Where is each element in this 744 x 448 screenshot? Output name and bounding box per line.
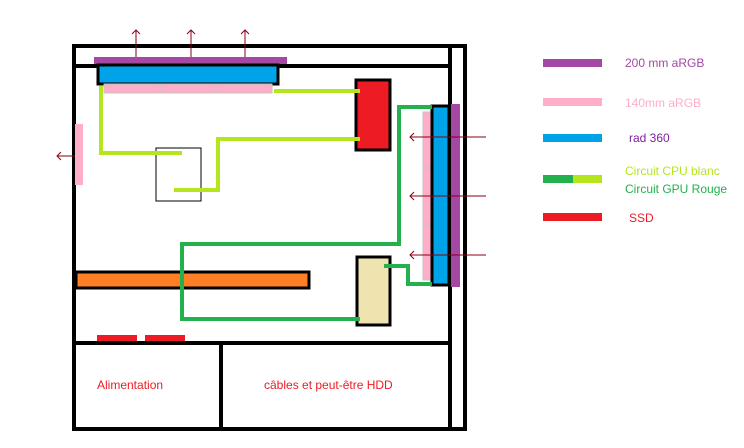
rear-fan-140mm [75, 124, 83, 185]
airflow-arrow-icon [240, 29, 250, 57]
airflow-arrows [56, 29, 486, 260]
cpu-loop-segment-1 [99, 86, 182, 155]
top-fan-140-1 [103, 83, 161, 94]
airflow-arrow-icon [186, 29, 196, 57]
legend-swatch-gpu [543, 175, 573, 183]
airflow-arrow-icon [409, 132, 486, 142]
legend-swatch [543, 98, 602, 106]
case-outline [72, 44, 467, 431]
legend: 200 mm aRGB 140mm aRGB rad 360 Circuit C… [543, 56, 727, 225]
legend-label: rad 360 [629, 131, 670, 145]
top-fans-140mm [103, 83, 273, 94]
case-frame [72, 44, 467, 431]
legend-swatch [543, 213, 602, 221]
legend-swatch-cpu [573, 175, 602, 183]
gpu-card [74, 270, 311, 290]
legend-label: 140mm aRGB [625, 96, 701, 110]
gpu-loop-segment-2 [384, 264, 432, 286]
legend-swatch [543, 59, 602, 67]
cpu-loop-segment-2 [174, 137, 360, 192]
ssd-shroud-2 [145, 335, 185, 341]
cpu-block [155, 147, 202, 202]
airflow-arrow-icon [409, 191, 486, 201]
top-fan-140-2 [159, 83, 217, 94]
legend-label: SSD [629, 211, 654, 225]
legend-label: Circuit GPU Rouge [625, 182, 727, 196]
psu-compartment-label: Alimentation [97, 378, 163, 392]
top-cooling-assembly [94, 57, 287, 94]
legend-item-200mm: 200 mm aRGB [543, 56, 704, 70]
legend-swatch [543, 134, 602, 142]
legend-label: Circuit CPU blanc [625, 164, 720, 178]
airflow-arrow-icon [409, 250, 486, 260]
legend-item-140mm: 140mm aRGB [543, 96, 701, 110]
legend-item-rad360: rad 360 [543, 131, 670, 145]
cpu-loop-tubing [99, 86, 360, 192]
top-fan-140-3 [215, 83, 273, 94]
ssd-drive [354, 78, 392, 152]
legend-item-loops: Circuit CPU blanc Circuit GPU Rouge [543, 164, 727, 196]
airflow-arrow-icon [131, 29, 141, 57]
legend-label: 200 mm aRGB [625, 56, 704, 70]
reservoir [355, 255, 392, 327]
airflow-arrow-icon [56, 151, 75, 161]
legend-item-ssd: SSD [543, 211, 654, 225]
gpu-loop-segment-1 [180, 105, 432, 321]
cables-compartment-label: câbles et peut-être HDD [264, 378, 393, 392]
top-fan-200mm [94, 57, 287, 64]
top-radiator-360 [96, 63, 280, 86]
ssd-shroud-1 [97, 335, 137, 341]
gpu-loop-tubing [180, 105, 432, 321]
